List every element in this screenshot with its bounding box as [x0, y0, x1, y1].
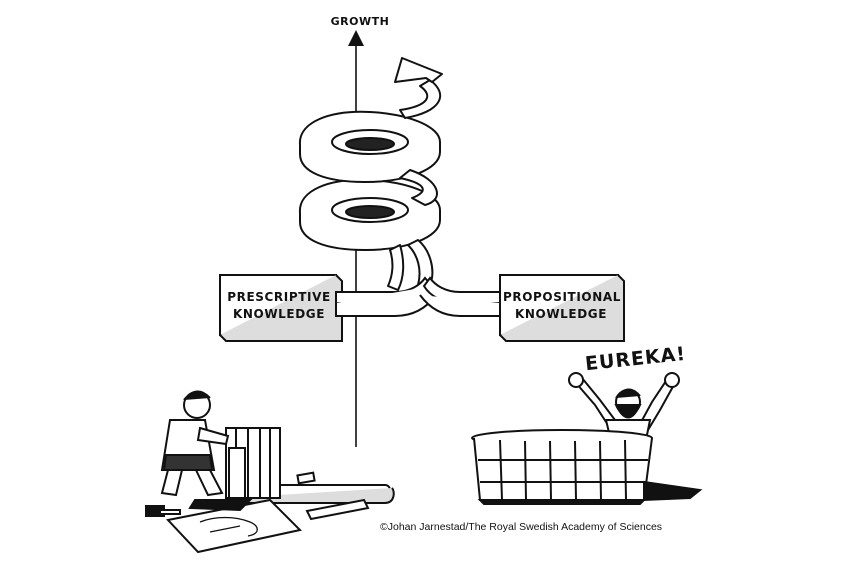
propositional-box-shape: [499, 274, 625, 342]
knowledge-spiral: [298, 57, 443, 291]
right-channel: [419, 276, 501, 317]
propositional-line1: PROPOSITIONAL: [503, 290, 621, 304]
growth-axis-label: GROWTH: [330, 15, 390, 28]
prescriptive-line2: KNOWLEDGE: [232, 307, 326, 321]
propositional-knowledge-label: PROPOSITIONAL KNOWLEDGE: [503, 289, 621, 323]
archimedes-bathtub: [471, 372, 703, 505]
carpenter-figure: [145, 390, 370, 554]
prescriptive-line1: PRESCRIPTIVE: [227, 290, 331, 304]
prescriptive-knowledge-label: PRESCRIPTIVE KNOWLEDGE: [222, 289, 336, 323]
bottom-rail: [244, 484, 395, 504]
prescriptive-box-shape: [219, 274, 343, 342]
image-credit: ©Johan Jarnestad/The Royal Swedish Acade…: [380, 521, 663, 533]
propositional-line2: KNOWLEDGE: [514, 307, 608, 321]
